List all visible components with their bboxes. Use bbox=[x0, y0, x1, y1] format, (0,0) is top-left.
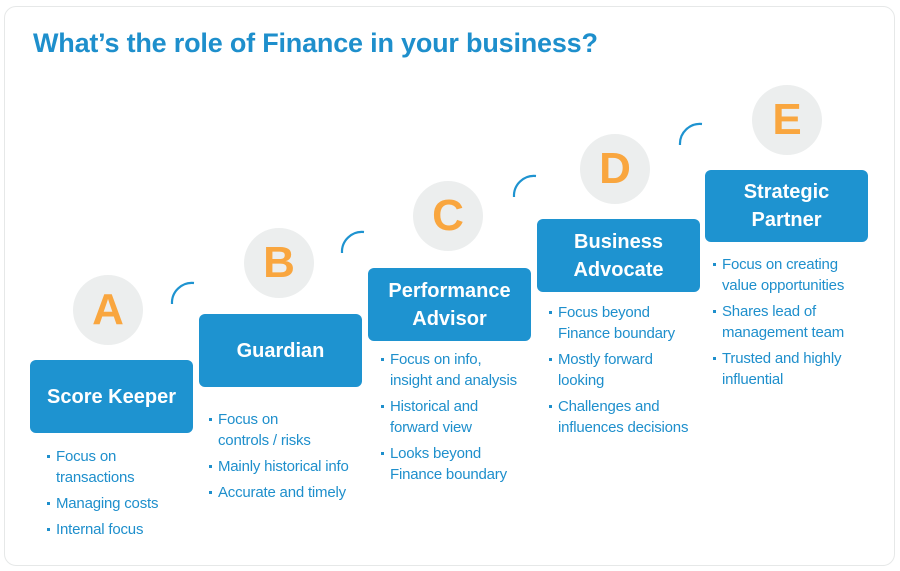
stage-d-box: Business Advocate bbox=[537, 219, 700, 292]
connector-arc-icon bbox=[678, 122, 703, 146]
list-item: Internal focus bbox=[47, 519, 158, 540]
stage-d-bullets: Focus beyond Finance boundary Mostly for… bbox=[549, 302, 688, 443]
stage-a-letter-circle: A bbox=[73, 275, 143, 345]
list-item: Focus on controls / risks bbox=[209, 409, 349, 451]
connector-arc-icon bbox=[170, 281, 195, 305]
list-item: Mostly forward looking bbox=[549, 349, 688, 391]
stage-b-box: Guardian bbox=[199, 314, 362, 387]
stage-c-box: Performance Advisor bbox=[368, 268, 531, 341]
stage-e-letter-circle: E bbox=[752, 85, 822, 155]
stage-b-bullets: Focus on controls / risks Mainly histori… bbox=[209, 409, 349, 508]
connector-arc-icon bbox=[340, 230, 365, 254]
connector-arc-icon bbox=[512, 174, 537, 198]
list-item: Mainly historical info bbox=[209, 456, 349, 477]
list-item: Focus on creating value opportunities bbox=[713, 254, 844, 296]
list-item: Focus on info, insight and analysis bbox=[381, 349, 517, 391]
stage-c-bullets: Focus on info, insight and analysis Hist… bbox=[381, 349, 517, 490]
stage-a-bullets: Focus on transactions Managing costs Int… bbox=[47, 446, 158, 545]
list-item: Trusted and highly influential bbox=[713, 348, 844, 390]
list-item: Managing costs bbox=[47, 493, 158, 514]
list-item: Historical and forward view bbox=[381, 396, 517, 438]
list-item: Shares lead of management team bbox=[713, 301, 844, 343]
stage-a-box: Score Keeper bbox=[30, 360, 193, 433]
list-item: Focus beyond Finance boundary bbox=[549, 302, 688, 344]
list-item: Challenges and influences decisions bbox=[549, 396, 688, 438]
list-item: Focus on transactions bbox=[47, 446, 158, 488]
list-item: Accurate and timely bbox=[209, 482, 349, 503]
stage-e-bullets: Focus on creating value opportunities Sh… bbox=[713, 254, 844, 395]
list-item: Looks beyond Finance boundary bbox=[381, 443, 517, 485]
stage-d-letter-circle: D bbox=[580, 134, 650, 204]
stage-b-letter-circle: B bbox=[244, 228, 314, 298]
stage-c-letter-circle: C bbox=[413, 181, 483, 251]
stage-e-box: Strategic Partner bbox=[705, 170, 868, 242]
page-title: What’s the role of Finance in your busin… bbox=[33, 28, 598, 58]
